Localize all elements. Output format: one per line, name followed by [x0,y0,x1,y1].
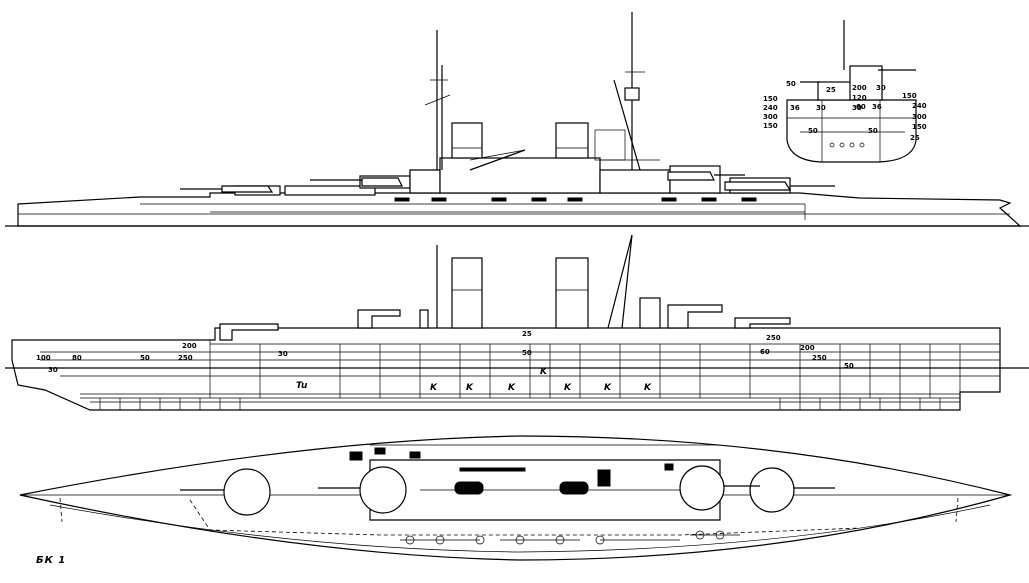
boiler-room-label: K [508,383,516,393]
section-label: 50 [786,80,796,88]
plan-view [19,435,1013,561]
section-label: 30 [852,104,862,112]
section-label: 240 [763,104,778,112]
cross-section: 50 25 200 30 150 150 240 36 30 120 240 3… [763,20,927,163]
boiler-room-label: K [564,383,572,393]
inboard-profile: 100 80 30 50 250 200 30 25 50 250 200 25… [5,234,1029,411]
side-elevation [5,12,1029,227]
armor-label: 50 [140,354,150,362]
section-label: 300 [912,113,927,121]
boiler-room-label: K [604,383,612,393]
section-label: 25 [826,86,836,94]
section-label: 200 [852,84,867,92]
boiler-room-label: K [466,383,474,393]
armor-label: 80 [72,354,82,362]
armor-label: 25 [522,330,532,338]
section-label: 50 [868,127,878,135]
section-label: 150 [902,92,917,100]
section-label: 300 [763,113,778,121]
armor-label: 30 [48,366,58,374]
armor-label: 100 [36,354,51,362]
boiler-room-label: K [540,367,548,377]
section-label: 150 [763,122,778,130]
boiler-room-label: K [644,383,652,393]
armor-label: 200 [182,342,197,350]
section-label: 36 [872,103,882,111]
section-label: 150 [912,123,927,131]
armor-label: 50 [522,349,532,357]
armor-label: 30 [278,350,288,358]
section-label: 25 [910,134,920,142]
section-label: 120 [852,94,867,102]
section-label: 50 [808,127,818,135]
section-label: 36 [790,104,800,112]
armor-label: 60 [760,348,770,356]
armor-label: 250 [812,354,827,362]
armor-label: 250 [178,354,193,362]
section-label: 30 [876,84,886,92]
bulkheads [209,340,961,398]
armor-label: 250 [766,334,781,342]
compartment-tu: Tu [296,381,308,391]
armor-label: 200 [800,344,815,352]
armor-label: 50 [844,362,854,370]
section-label: 30 [816,104,826,112]
section-label: 150 [763,95,778,103]
section-label: 240 [912,102,927,110]
drawing-caption: БК 1 [36,555,67,566]
section-label: 60 [856,103,866,111]
boiler-room-label: K [430,383,438,393]
